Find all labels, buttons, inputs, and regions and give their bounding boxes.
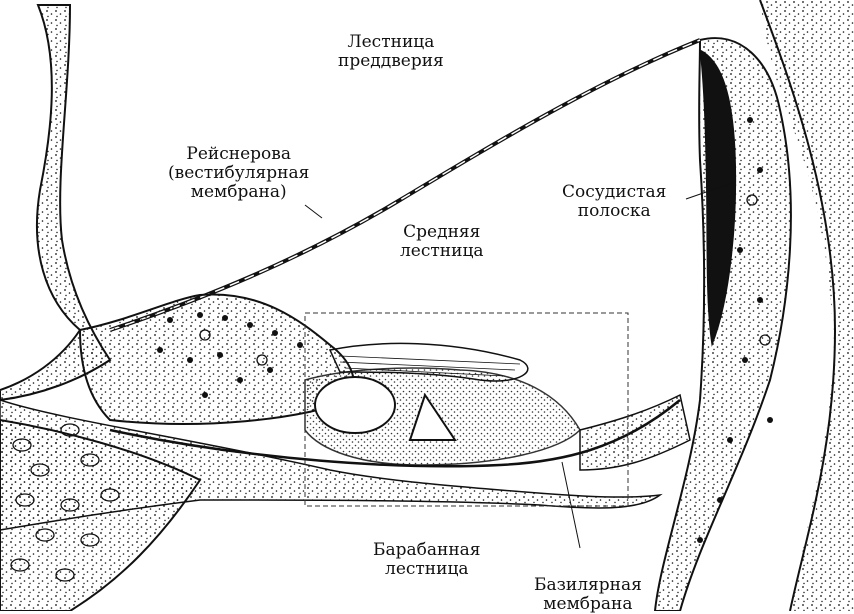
label-scala-tympani: Барабанная лестница: [373, 541, 481, 579]
inner-sulcus-cell: [315, 377, 395, 433]
outer-sulcus-cells: [580, 395, 690, 470]
label-basilar-membrane: Базилярная мембрана: [534, 576, 642, 614]
label-reissner-membrane: Рейснерова (вестибулярная мембрана): [168, 145, 309, 202]
label-scala-media: Средняя лестница: [400, 223, 484, 261]
label-scala-vestibuli: Лестница преддверия: [338, 33, 444, 71]
leader-reissner: [305, 205, 322, 218]
label-stria-vascularis: Сосудистая полоска: [562, 183, 666, 221]
